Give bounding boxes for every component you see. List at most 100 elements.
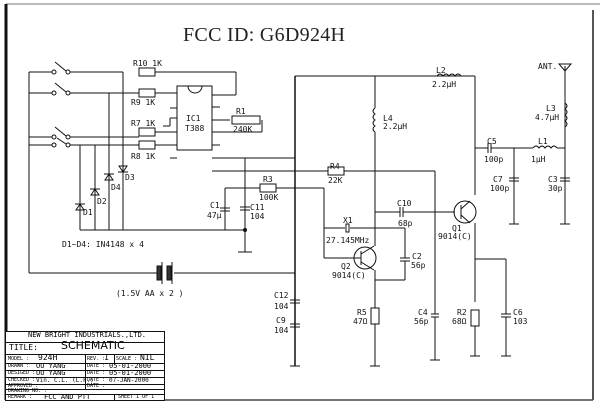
- tb-date1-value: 05-01-2000: [109, 362, 152, 370]
- tb-title-label: TITLE:: [9, 343, 38, 352]
- resistor-r2: [470, 309, 480, 327]
- label-q1-ref: Q1: [452, 224, 462, 233]
- resistor-r7: [138, 127, 156, 137]
- resistor-r10: [138, 67, 156, 77]
- tb-approved-row: APPROVED : DATE :: [6, 384, 164, 390]
- divider: [114, 354, 115, 363]
- tb-date3-label: DATE :: [87, 377, 106, 383]
- battery-label: (1.5V AA x 2 ): [116, 289, 184, 298]
- ref: R7: [131, 119, 141, 128]
- label-r1-ref: R1: [236, 107, 246, 116]
- tb-date1-label: DATE :: [87, 363, 106, 369]
- label-c2-value: 56p: [411, 261, 426, 270]
- tb-designed-label: DESIGED :: [8, 370, 36, 376]
- tb-date3-value: 07-JAN-2000: [109, 377, 149, 384]
- tb-drawing-no-label: DRAWING NO. :: [8, 388, 48, 394]
- tb-remark-value: FCC AND PTT: [44, 393, 91, 401]
- label-r10: R10 1K: [133, 59, 162, 68]
- label-c6-value: 103: [513, 317, 528, 326]
- label-d2: D2: [97, 197, 107, 206]
- resistor-r3: [259, 183, 277, 193]
- label-r9: R9 1K: [131, 98, 155, 107]
- tb-model-label: MODEL :: [8, 356, 30, 362]
- label-d1: D1: [83, 208, 93, 217]
- label-r2-value: 68Ω: [452, 317, 467, 326]
- ref: R9: [131, 98, 141, 107]
- value: 1K: [152, 59, 162, 68]
- label-x1-value: 27.145MHz: [326, 236, 370, 245]
- tb-remark-label: REMARK :: [8, 394, 33, 400]
- tb-drawing-no-row: DRAWING NO. :: [6, 389, 164, 395]
- page-title: FCC ID: G6D924H: [183, 24, 346, 46]
- tb-sheet: SHEET 1 OF 1: [118, 394, 155, 400]
- label-l2-ref: L2: [436, 66, 446, 75]
- label-c12-ref: C12: [274, 291, 289, 300]
- ref: R10: [133, 59, 148, 68]
- label-c12-value: 104: [274, 302, 289, 311]
- label-q2-ref: Q2: [341, 262, 351, 271]
- switch-bus: [28, 61, 139, 273]
- tb-scale-label: SCALE :: [116, 356, 138, 362]
- tb-approved-label: APPROVED :: [8, 383, 39, 389]
- divider: [114, 394, 115, 400]
- label-c7-ref: C7: [493, 175, 503, 184]
- label-c3-ref: C3: [548, 175, 558, 184]
- label-c5-value: 100p: [484, 155, 504, 164]
- label-c4-value: 56p: [414, 317, 429, 326]
- title-block: NEW BRIGHT INDUSTRIALS.,LTD. TITLE: SCHE…: [5, 331, 165, 401]
- inductor-l1: [532, 145, 558, 149]
- label-c1-ref: C1: [210, 201, 220, 210]
- divider: [85, 363, 86, 370]
- label-c7-value: 100p: [490, 184, 510, 193]
- label-c4-ref: C4: [418, 308, 428, 317]
- tb-checked-label: CHECKED :: [8, 377, 36, 383]
- label-r3-ref: R3: [263, 175, 273, 184]
- tb-rev-value: 1: [104, 353, 109, 362]
- transistor-q1: [453, 200, 477, 224]
- label-ic1-ref: IC1: [186, 114, 201, 123]
- label-l2-value: 2.2µH: [432, 80, 457, 89]
- label-l4-ref: L4: [383, 114, 393, 123]
- tb-rev-label: REV. :: [87, 356, 106, 362]
- label-l1-ref: L1: [538, 137, 548, 146]
- label-r4-value: 22K: [328, 176, 343, 185]
- tb-company-row: NEW BRIGHT INDUSTRIALS.,LTD.: [6, 332, 164, 343]
- label-c5-ref: C5: [487, 137, 497, 146]
- label-ic1-value: T388: [185, 124, 205, 133]
- label-r5-ref: R5: [357, 308, 367, 317]
- label-q2-value: 9014(C): [332, 271, 366, 280]
- value: 1K: [145, 119, 156, 128]
- label-d4: D4: [111, 183, 121, 192]
- tb-designed-value: OU YANG: [36, 369, 66, 377]
- label-c3-value: 30p: [548, 184, 563, 193]
- divider: [85, 370, 86, 377]
- tb-scale-value: NIL: [140, 353, 155, 362]
- tb-date2-value: 05-01-2000: [109, 369, 152, 377]
- value: 1K: [145, 152, 156, 161]
- tb-title-value: SCHEMATIC: [61, 339, 125, 352]
- label-ant: ANT.: [538, 62, 558, 71]
- label-l4-value: 2.2µH: [383, 122, 408, 131]
- label-c9-value: 104: [274, 326, 289, 335]
- label-q1-value: 9014(C): [438, 232, 472, 241]
- divider: [85, 354, 86, 363]
- diode-d4: [104, 173, 114, 181]
- inductor-l3: [564, 102, 568, 128]
- label-r7: R7 1K: [131, 119, 155, 128]
- label-r2-ref: R2: [457, 308, 467, 317]
- tb-date2-label: DATE :: [87, 370, 106, 376]
- label-c10-value: 68p: [398, 219, 413, 228]
- divider: [85, 377, 86, 384]
- value: 1K: [145, 98, 156, 107]
- ic1-notch: [187, 85, 203, 94]
- label-c2-ref: C2: [412, 252, 422, 261]
- diode-note: D1~D4: IN4148 x 4: [62, 240, 144, 249]
- resistor-r9: [138, 88, 156, 98]
- diode-d1: [75, 203, 85, 211]
- label-r1-value: 240K: [233, 125, 253, 134]
- label-r3-value: 100K: [259, 193, 279, 202]
- label-r5-value: 47Ω: [353, 317, 368, 326]
- tb-company: NEW BRIGHT INDUSTRIALS.,LTD.: [28, 331, 147, 339]
- tb-date4-label: DATE :: [87, 383, 106, 389]
